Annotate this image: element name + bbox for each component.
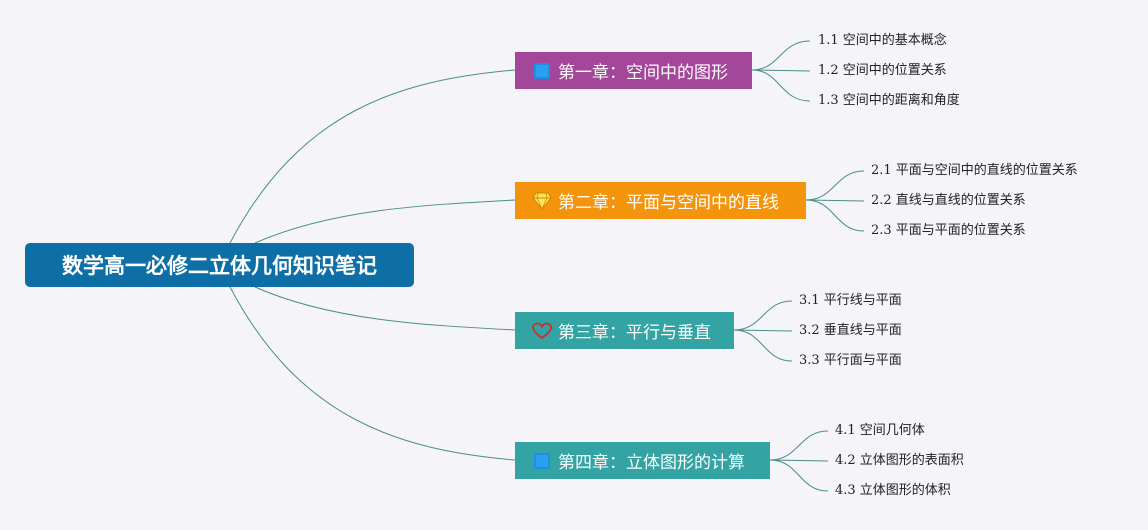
root-link-3 <box>254 286 516 331</box>
root-topic-label: 数学高一必修二立体几何知识笔记 <box>62 254 377 278</box>
ch4-link-2 <box>769 459 829 462</box>
ch3-link-3 <box>733 329 793 362</box>
root-link-1 <box>229 69 516 244</box>
diamond-icon <box>532 191 552 211</box>
ch2-link-2 <box>805 199 865 202</box>
ch4-link-1 <box>769 430 829 461</box>
ch1-link-3 <box>751 69 811 102</box>
topic-4-3[interactable]: 4.3 立体图形的体积 <box>835 483 951 498</box>
chapter-2-node[interactable]: 第二章：平面与空间中的直线 <box>515 182 806 219</box>
topic-2-1[interactable]: 2.1 平面与空间中的直线的位置关系 <box>871 163 1078 178</box>
chapter-4-label: 第四章：立体图形的计算 <box>558 453 745 473</box>
ch3-link-2 <box>733 329 793 332</box>
root-topic[interactable]: 数学高一必修二立体几何知识笔记 <box>25 243 414 287</box>
chapter-1-label: 第一章：空间中的图形 <box>558 63 728 83</box>
topic-3-1[interactable]: 3.1 平行线与平面 <box>799 293 902 308</box>
ch4-link-3 <box>769 459 829 492</box>
topic-4-1[interactable]: 4.1 空间几何体 <box>835 423 925 438</box>
topic-2-2[interactable]: 2.2 直线与直线的位置关系 <box>871 193 1026 208</box>
chapter-4-node[interactable]: 第四章：立体图形的计算 <box>515 442 770 479</box>
ch1-link-1 <box>751 40 811 71</box>
topic-1-1[interactable]: 1.1 空间中的基本概念 <box>818 33 947 48</box>
ch2-link-3 <box>805 199 865 232</box>
ch1-link-2 <box>751 69 811 72</box>
root-link-2 <box>254 199 516 244</box>
ch2-link-1 <box>805 170 865 201</box>
topic-4-2[interactable]: 4.2 立体图形的表面积 <box>835 453 964 468</box>
heart-icon <box>532 321 552 341</box>
topic-1-2[interactable]: 1.2 空间中的位置关系 <box>818 63 947 78</box>
chapter-1-node[interactable]: 第一章：空间中的图形 <box>515 52 752 89</box>
chapter-3-label: 第三章：平行与垂直 <box>558 323 711 343</box>
ch3-link-1 <box>733 300 793 331</box>
topic-3-2[interactable]: 3.2 垂直线与平面 <box>799 323 902 338</box>
chapter-3-node[interactable]: 第三章：平行与垂直 <box>515 312 734 349</box>
topic-3-3[interactable]: 3.3 平行面与平面 <box>799 353 902 368</box>
topic-1-3[interactable]: 1.3 空间中的距离和角度 <box>818 93 960 108</box>
flag-icon <box>532 61 552 81</box>
flag-icon <box>532 451 552 471</box>
chapter-2-label: 第二章：平面与空间中的直线 <box>558 193 779 213</box>
topic-2-3[interactable]: 2.3 平面与平面的位置关系 <box>871 223 1026 238</box>
root-link-4 <box>229 286 516 461</box>
